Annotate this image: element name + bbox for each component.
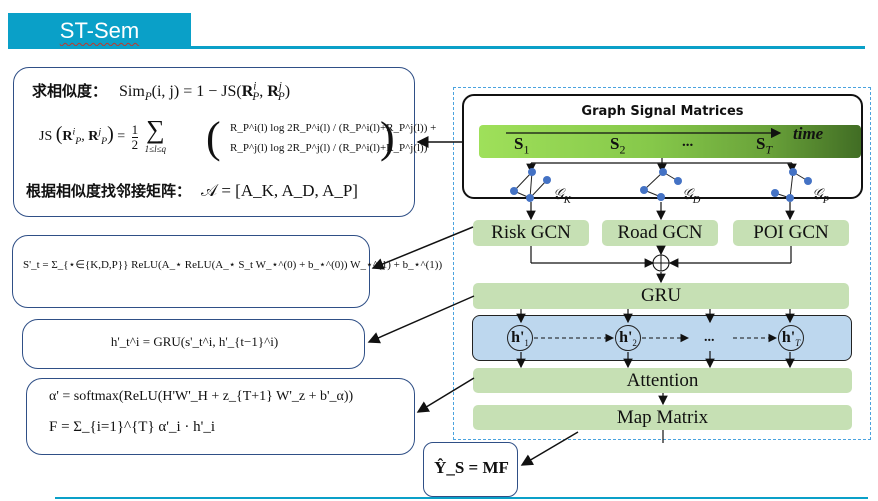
output-formula-box: Ŷ_S = MF — [423, 442, 518, 497]
time-label: time — [793, 124, 824, 143]
js-paren-right: ) — [380, 113, 395, 162]
slide-title: ST-Sem — [8, 13, 191, 48]
gru-block: GRU — [473, 283, 849, 309]
similarity-formula-box: 求相似度： SimP(i, j) = 1 − JS(RiP, RjP) JS (… — [13, 67, 436, 217]
attention-formula-box: α' = softmax(ReLU(H'W'_H + z_{T+1} W'_z … — [26, 378, 415, 455]
graph-d-sub: D — [692, 195, 701, 206]
graph-label-p: 𝒢P — [812, 186, 830, 206]
gru-to-hidden-arrows — [516, 309, 795, 324]
signal-t-sub: T — [765, 142, 773, 157]
js-term-2: R_P^j(l) log 2R_P^j(l) / (R_P^i(l)+R_P^j… — [230, 142, 428, 154]
poi-gcn-block: POI GCN — [733, 220, 849, 246]
sim-rhs: (i, j) = 1 − JS( — [151, 83, 242, 100]
title-banner — [8, 13, 191, 48]
js-sum-range: 1≤l≤q — [144, 144, 167, 154]
gru-formula: h'_t^i = GRU(s'_t^i, h'_{t−1}^i) — [110, 334, 279, 349]
gcn-formula-box: S'_t = Σ_{⋆∈{K,D,P}} ReLU(A_⋆ ReLU(A_⋆ S… — [12, 235, 442, 308]
model-frame — [453, 87, 871, 440]
signal-1: S1 — [514, 134, 530, 157]
graph-label-d: 𝒢D — [682, 186, 701, 206]
ht-symbol: h' — [781, 329, 796, 346]
graph-to-gcn-arrows — [526, 202, 795, 221]
signal-1-symbol: S — [514, 134, 524, 153]
js-paren-left: ( — [206, 113, 221, 162]
js-lhs: JS — [39, 129, 53, 145]
sim-lhs: Sim — [119, 83, 145, 100]
ht-sub: T — [795, 338, 801, 349]
js-terms: R_P^i(l) log 2R_P^i(l) / (R_P^i(l)+R_P^j… — [230, 118, 436, 158]
hidden-to-attention-arrows — [516, 351, 795, 443]
risk-gcn-block: Risk GCN — [473, 220, 589, 246]
signal-timeline-bar — [479, 125, 861, 158]
gcn-formula: S'_t = Σ_{⋆∈{K,D,P}} ReLU(A_⋆ ReLU(A_⋆ S… — [23, 259, 443, 271]
h1-sub: 1 — [524, 338, 529, 349]
graph-p-symbol: 𝒢 — [812, 187, 823, 203]
signal-t: ST — [756, 134, 773, 157]
gru-formula-box: h'_t^i = GRU(s'_t^i, h'_{t−1}^i) — [22, 319, 365, 369]
label-adjacency: 根据相似度找邻接矩阵： — [26, 182, 192, 200]
gsm-title: Graph Signal Matrices — [581, 104, 744, 119]
graph-p-sub: P — [822, 195, 830, 206]
hidden-state-ellipsis: ... — [704, 330, 715, 345]
pointer-arrows — [367, 136, 579, 466]
slide-title-text: ST-Sem — [59, 18, 140, 43]
road-gcn-block: Road GCN — [602, 220, 718, 246]
adjacency-row: 根据相似度找邻接矩阵： 𝒜 = [A_K, A_D, A_P] — [26, 180, 358, 201]
signal-2-sub: 2 — [619, 142, 626, 157]
adjacency-formula: 𝒜 = [A_K, A_D, A_P] — [201, 181, 358, 200]
js-term-1: R_P^i(l) log 2R_P^i(l) / (R_P^i(l)+R_P^j… — [230, 122, 437, 134]
map-matrix-block: Map Matrix — [473, 405, 852, 430]
gcn-to-sum-connectors — [530, 245, 792, 284]
signal-t-symbol: S — [756, 134, 766, 153]
signal-2-symbol: S — [610, 134, 620, 153]
graph-k-symbol: 𝒢 — [553, 187, 564, 203]
sum-node-icon — [652, 254, 670, 272]
signal-2: S2 — [610, 134, 626, 157]
graph-k-icon — [510, 168, 551, 202]
hidden-state-1: h'1 — [507, 325, 533, 351]
sim-sub: P — [144, 91, 152, 104]
graph-k-sub: K — [563, 195, 571, 206]
graph-d-symbol: 𝒢 — [682, 187, 693, 203]
h2-symbol: h' — [619, 329, 633, 346]
alpha-formula: α' = softmax(ReLU(H'W'_H + z_{T+1} W'_z … — [49, 389, 354, 404]
label-similarity: 求相似度： — [32, 82, 108, 100]
signal-ellipsis: ... — [682, 134, 694, 150]
bottom-rule — [55, 497, 868, 499]
graph-p-icon — [771, 168, 812, 202]
signal-1-sub: 1 — [523, 142, 530, 157]
similarity-row: 求相似度： SimP(i, j) = 1 − JS(RiP, RjP) — [32, 80, 291, 104]
graph-d-icon — [640, 168, 682, 201]
hidden-state-t: h'T — [778, 325, 804, 351]
hidden-state-2: h'2 — [615, 325, 641, 351]
h2-sub: 2 — [632, 338, 637, 349]
graph-label-k: 𝒢K — [553, 186, 571, 206]
sim-formula: SimP(i, j) = 1 − JS(RiP, RjP) — [119, 80, 291, 104]
title-rule — [8, 46, 865, 49]
h1-symbol: h' — [511, 329, 525, 346]
f-formula: F = Σ_{i=1}^{T} α'_i · h'_i — [49, 419, 216, 435]
output-formula: Ŷ_S = MF — [434, 458, 509, 477]
attention-block: Attention — [473, 368, 852, 393]
